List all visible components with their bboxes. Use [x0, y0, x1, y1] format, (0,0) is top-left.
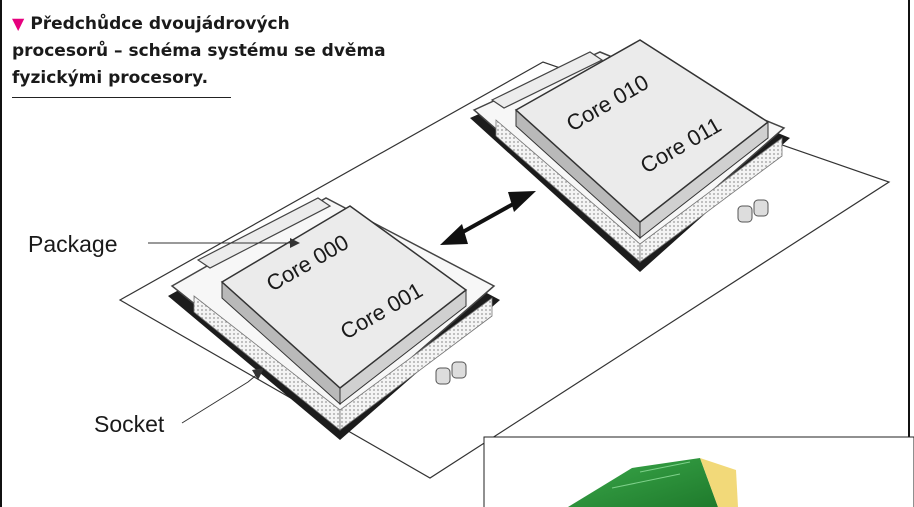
triangle-marker-icon: ▼ [12, 14, 24, 33]
caption-line-2: procesorů – schéma systému se dvěma [12, 38, 432, 65]
package-label: Package [28, 231, 118, 257]
inset-photo [484, 437, 914, 507]
socket-leader-line [182, 372, 260, 423]
caption-line-3: fyzickými procesory. [12, 65, 432, 92]
caption-line-1: ▼ Předchůdce dvoujádrových [12, 10, 432, 38]
socket-label: Socket [94, 411, 165, 437]
caption-underline [12, 97, 231, 98]
figure-caption: ▼ Předchůdce dvoujádrových procesorů – sc… [12, 10, 432, 92]
caption-text-1: Předchůdce dvoujádrových [30, 14, 289, 34]
